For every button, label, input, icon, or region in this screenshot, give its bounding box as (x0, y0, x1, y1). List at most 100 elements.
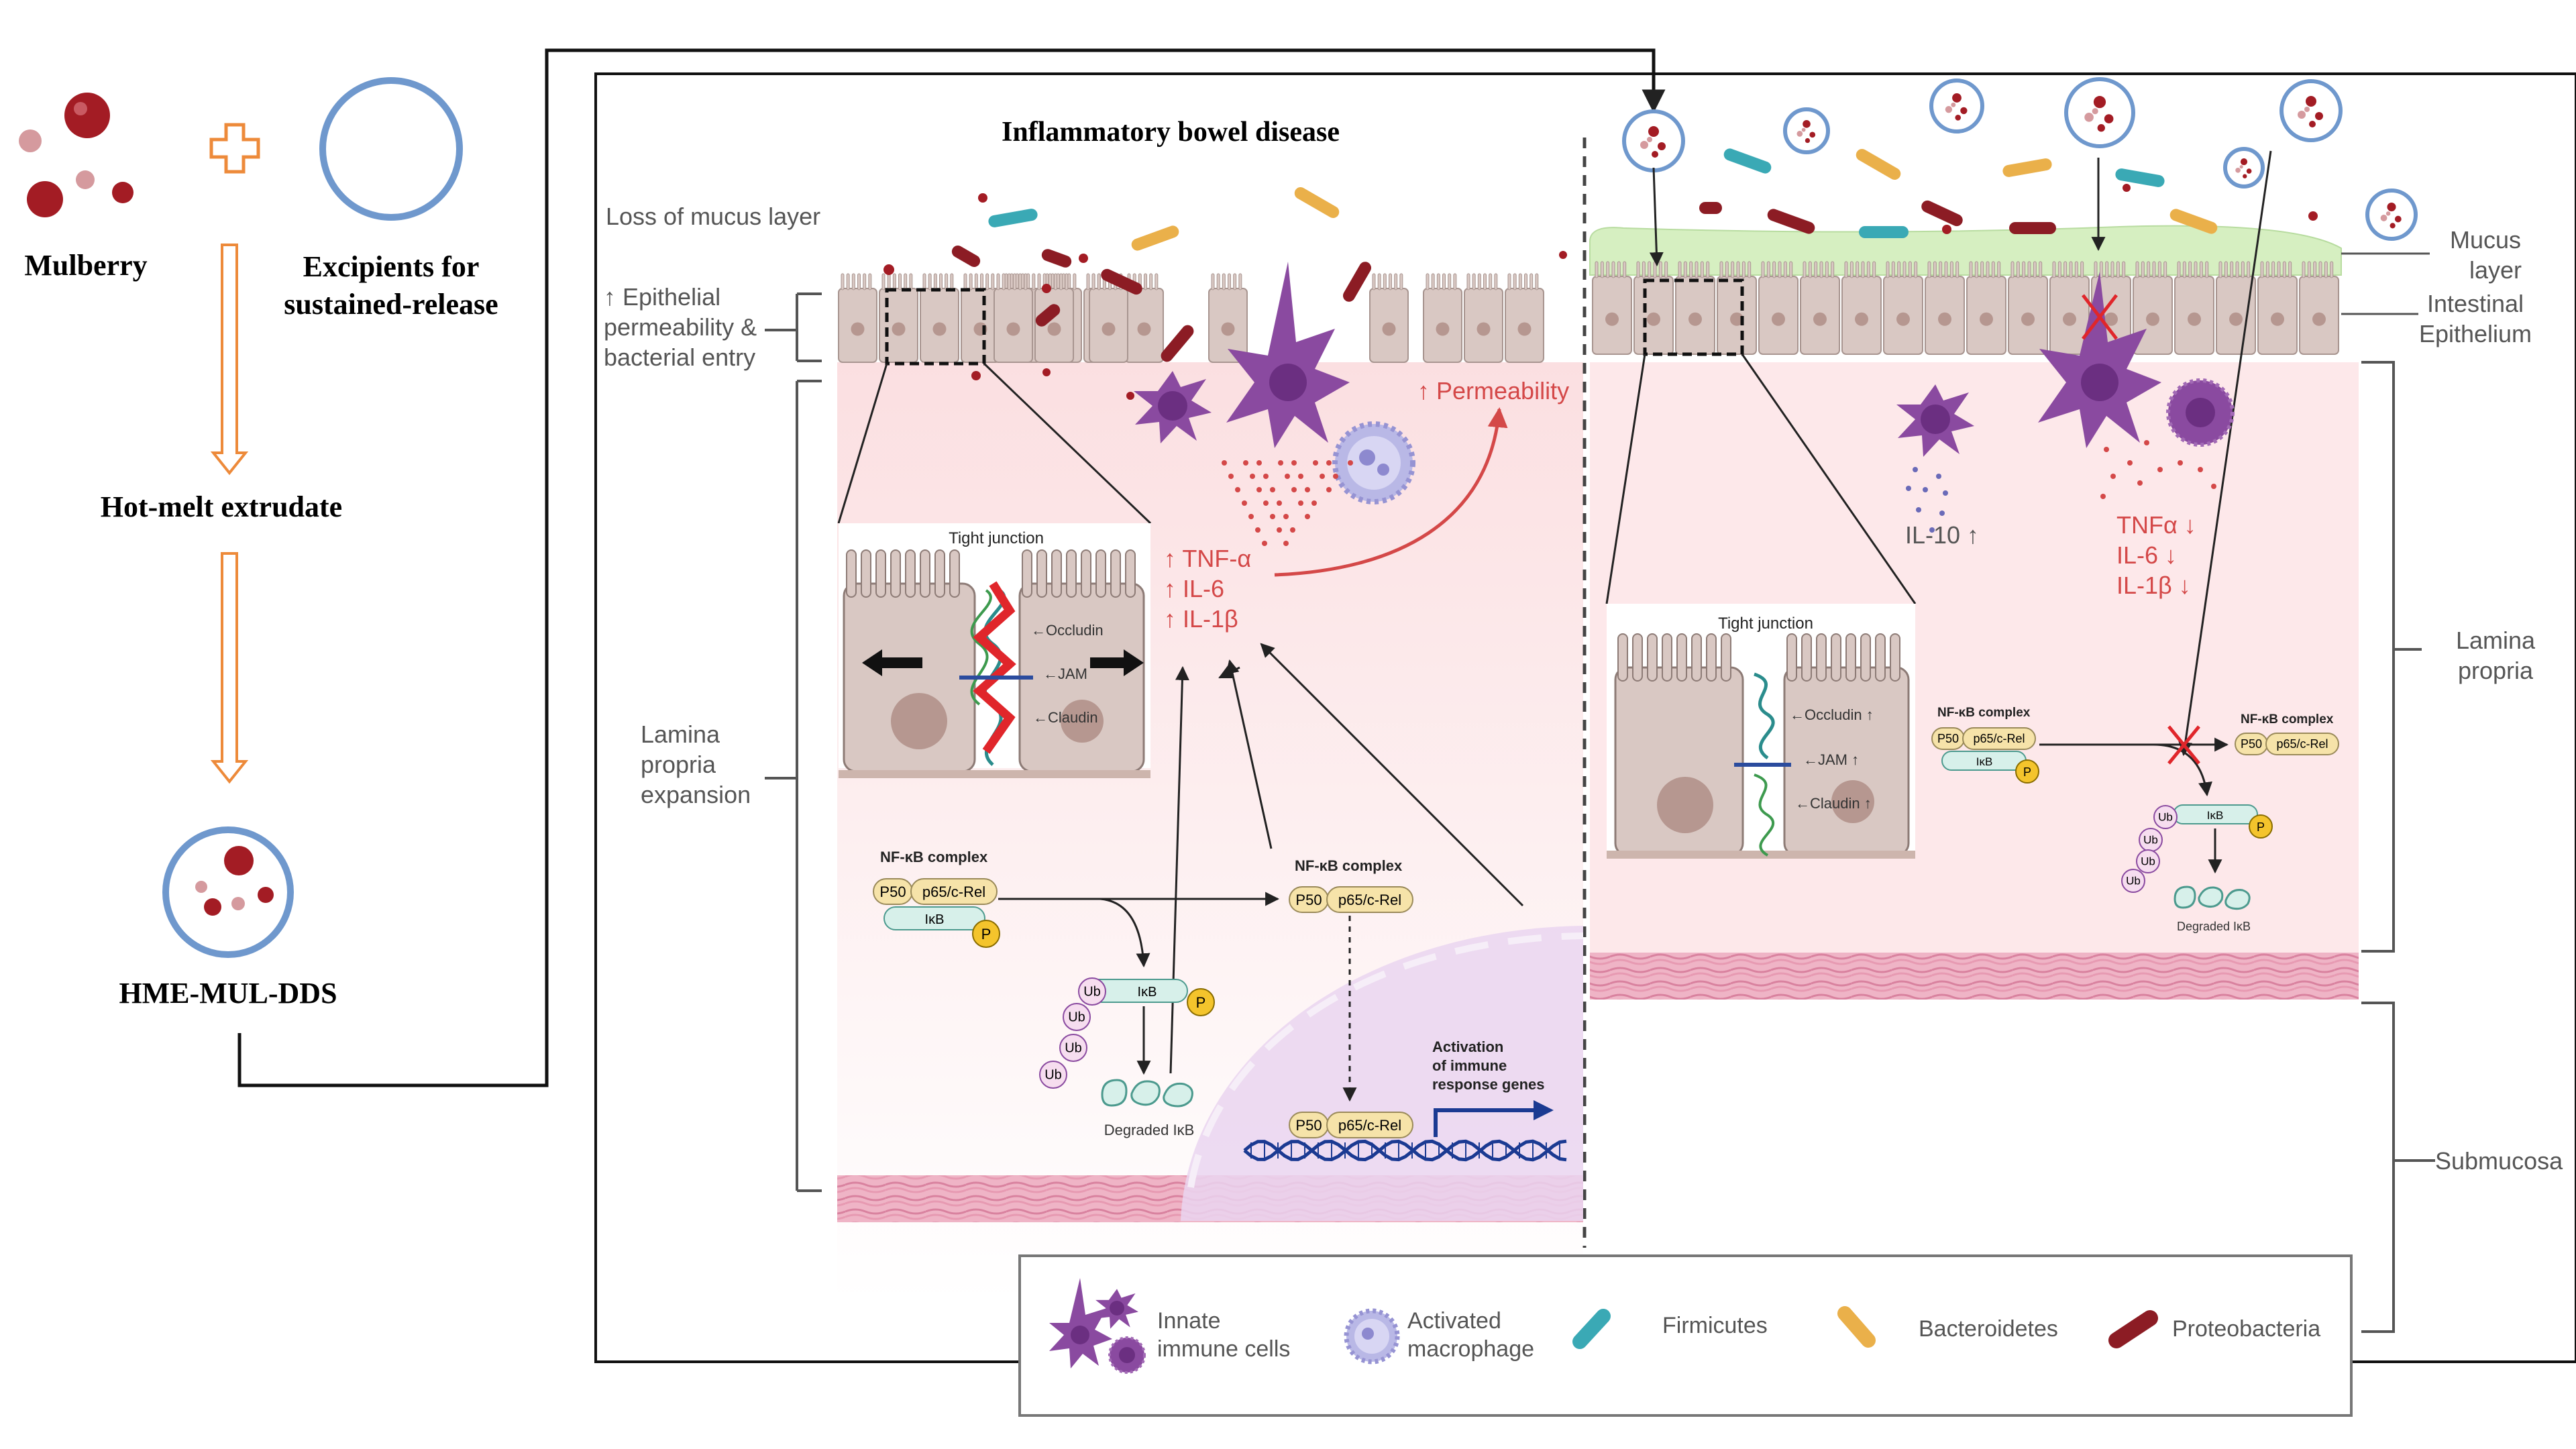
submucosa-bracket (2361, 1002, 2435, 1333)
firmicutes-icon (1572, 1309, 1611, 1349)
drug-capsule-icon (2365, 189, 2418, 241)
p50-label: P50 (1295, 892, 1322, 908)
lamina-expansion-label-3: expansion (641, 781, 751, 808)
mulberry-icon (19, 93, 133, 217)
activated-macrophage-icon (1344, 1308, 1400, 1364)
tj-title: Tight junction (1718, 614, 1813, 633)
mucus-layer-label-1: Mucus (2450, 226, 2521, 254)
p65-label: p65/c-Rel (2276, 737, 2328, 751)
il6-label: ↑ IL-6 (1164, 575, 1224, 602)
p65-label: p65/c-Rel (1338, 892, 1401, 908)
p65-label: p65/c-Rel (922, 883, 985, 900)
occludin-label: ←Occludin ↑ (1790, 706, 1874, 723)
lamina-label-1: Lamina (2456, 627, 2536, 654)
ikb-label: IκB (1976, 755, 1993, 768)
zoom-box (885, 288, 986, 366)
lamina-expansion-label-2: propria (641, 751, 716, 778)
nfkb-label: NF-κB complex (880, 849, 988, 865)
activation-label-3: response genes (1432, 1076, 1545, 1093)
plus-icon (209, 123, 260, 174)
macrophage-icon (1332, 421, 1415, 504)
svg-text:Ub: Ub (1083, 985, 1101, 1000)
claudin-label: ←Claudin ↑ (1795, 795, 1872, 812)
epi-bracket (765, 292, 822, 362)
drug-capsule-icon (2223, 147, 2265, 189)
dendritic-cell-icon (1226, 262, 1350, 448)
tnf-label: ↑ TNF-α (1164, 545, 1251, 572)
legend-innate-1: Innate (1157, 1308, 1221, 1334)
cytokine-dots (1222, 460, 1353, 546)
permeability-label: ↑ Permeability (1417, 377, 1569, 405)
nfkb-label-2: NF-κB complex (1295, 857, 1403, 874)
ibd-bacteria (883, 184, 2318, 400)
ikb-label: IκB (925, 912, 945, 927)
degraded-ikb-label: Degraded IκB (1104, 1122, 1195, 1138)
connector-line (237, 48, 1666, 1087)
legend-macrophage-2: macrophage (1407, 1336, 1534, 1362)
phospho-label: P (981, 926, 991, 943)
p65-label: p65/c-Rel (1973, 732, 2025, 745)
tnf-down-label: TNFα ↓ (2116, 511, 2196, 539)
dna-icon (1243, 1139, 1567, 1162)
il1b-down-label: IL-1β ↓ (2116, 572, 2191, 599)
zoom-box (1643, 278, 1744, 356)
treated-bacteria (1699, 148, 2218, 238)
intestinal-label-1: Intestinal (2427, 290, 2524, 317)
il6-down-label: IL-6 ↓ (2116, 541, 2177, 569)
lamina-bracket-right (2361, 361, 2422, 953)
nfkb-label-2: NF-κB complex (2241, 712, 2334, 727)
jam-label: ←JAM (1043, 665, 1087, 682)
cytokine-dots (1906, 440, 2216, 533)
svg-text:Ub: Ub (2141, 855, 2155, 868)
dendritic-cell-icon (2038, 272, 2161, 448)
flow-arrow-down-icon (210, 244, 249, 476)
mucus-loss-label: Loss of mucus layer (606, 203, 820, 230)
excipients-label-line1: Excipients for (303, 250, 480, 283)
drug-capsule-icon (2064, 77, 2135, 148)
drug-capsule-icon (1622, 109, 1685, 172)
legend-proteobacteria: Proteobacteria (2172, 1316, 2320, 1342)
svg-text:Ub: Ub (1065, 1041, 1082, 1056)
phospho-label: P (2023, 765, 2031, 779)
degraded-ikb-icon (1101, 1079, 1193, 1108)
legend-firmicutes: Firmicutes (1662, 1313, 1768, 1338)
excipient-capsule-icon (319, 77, 463, 221)
ibd-tight-junction-inset: Tight junction ←Occludin ←JAM ←Claudin (839, 523, 1150, 778)
tj-title: Tight junction (949, 529, 1044, 547)
legend-bacteroidetes: Bacteroidetes (1919, 1316, 2058, 1342)
degraded-ikb-label: Degraded IκB (2177, 920, 2251, 933)
ibd-nfkb-pathway: NF-κB complex P50 p65/c-Rel IκB P NF-κB … (873, 849, 1584, 1221)
lamina-bracket (765, 380, 822, 1192)
drug-capsule-icon (2279, 79, 2343, 142)
red-x-icon (2082, 294, 2118, 340)
legend-macrophage-1: Activated (1407, 1308, 1501, 1334)
lamina-label-2: propria (2458, 657, 2534, 684)
mulberry-label: Mulberry (24, 249, 147, 282)
submucosa-label: Submucosa (2435, 1147, 2563, 1175)
product-label: HME-MUL-DDS (119, 977, 337, 1010)
dendritic-cell-icon (1134, 371, 1212, 443)
svg-text:Ub: Ub (2143, 834, 2158, 847)
p65-label: p65/c-Rel (1338, 1117, 1401, 1134)
il10-label: IL-10 ↑ (1905, 521, 1979, 549)
muscle-band (1590, 953, 2359, 1000)
p50-label: P50 (2241, 737, 2262, 751)
nfkb-label: NF-κB complex (1937, 706, 2031, 720)
svg-text:Ub: Ub (2126, 875, 2141, 888)
phospho-label: P (1196, 994, 1206, 1011)
svg-text:Ub: Ub (2158, 811, 2173, 824)
permeability-arrow (1274, 407, 1508, 577)
excipients-label-line2: sustained-release (284, 288, 498, 321)
lamina-expansion-label-1: Lamina (641, 720, 720, 748)
ikb-label: IκB (2207, 809, 2224, 822)
drug-capsule-icon (1783, 107, 1830, 154)
activation-label-2: of immune (1432, 1057, 1507, 1074)
activation-label-1: Activation (1432, 1038, 1503, 1055)
jam-label: ←JAM ↑ (1803, 751, 1859, 768)
treated-tight-junction-inset: Tight junction ←Occludin ↑ ←JAM ↑ ←Claud… (1607, 604, 1915, 859)
degraded-ikb-icon (2174, 885, 2251, 910)
treated-nfkb-pathway: NF-κB complex P50 p65/c-Rel IκB P NF-κB … (1931, 706, 2339, 933)
intestinal-label-2: Epithelium (2419, 320, 2532, 347)
svg-text:Ub: Ub (1068, 1010, 1085, 1025)
